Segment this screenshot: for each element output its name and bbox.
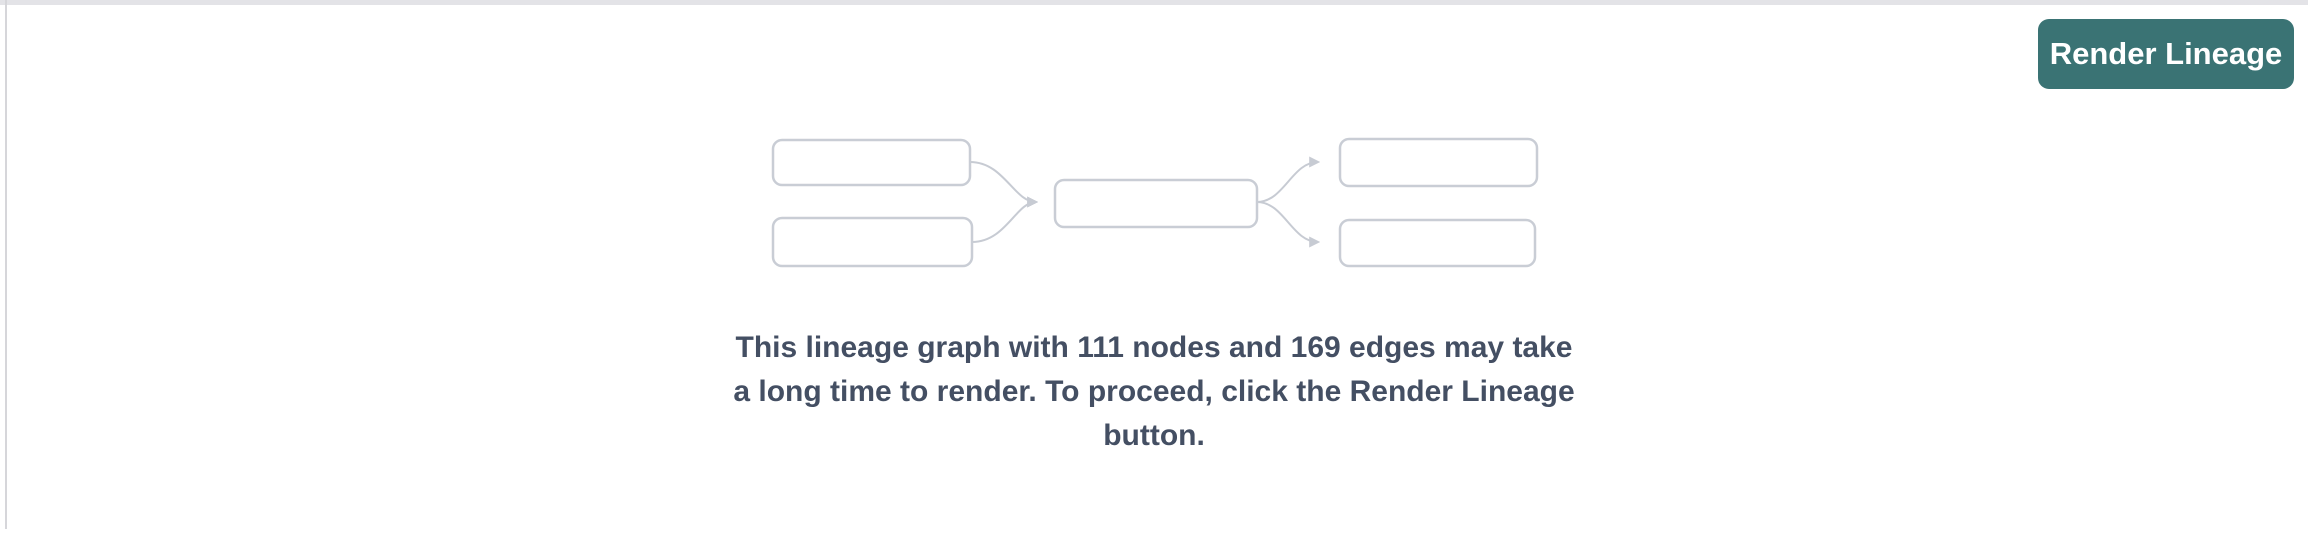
graph-edge (969, 161, 1039, 208)
graph-edge (1256, 201, 1321, 248)
graph-node-upstream-2 (771, 216, 974, 268)
message-line-1: This lineage graph with 111 nodes and 16… (735, 331, 1573, 364)
graph-node-upstream-1 (771, 138, 972, 187)
graph-edge (1256, 156, 1321, 203)
render-warning-message: This lineage graph with 111 nodes and 16… (0, 326, 2308, 458)
left-panel-border (5, 0, 7, 529)
graph-node-downstream-1 (1338, 137, 1539, 188)
graph-node-middle (1053, 178, 1259, 229)
lineage-graph-placeholder-icon (770, 129, 1540, 274)
graph-edge (971, 196, 1039, 243)
message-line-3: button. (1103, 419, 1205, 452)
render-lineage-button[interactable]: Render Lineage (2038, 19, 2294, 89)
top-divider (0, 0, 2308, 5)
graph-node-downstream-2 (1338, 218, 1537, 268)
message-line-2: a long time to render. To proceed, click… (733, 375, 1575, 408)
